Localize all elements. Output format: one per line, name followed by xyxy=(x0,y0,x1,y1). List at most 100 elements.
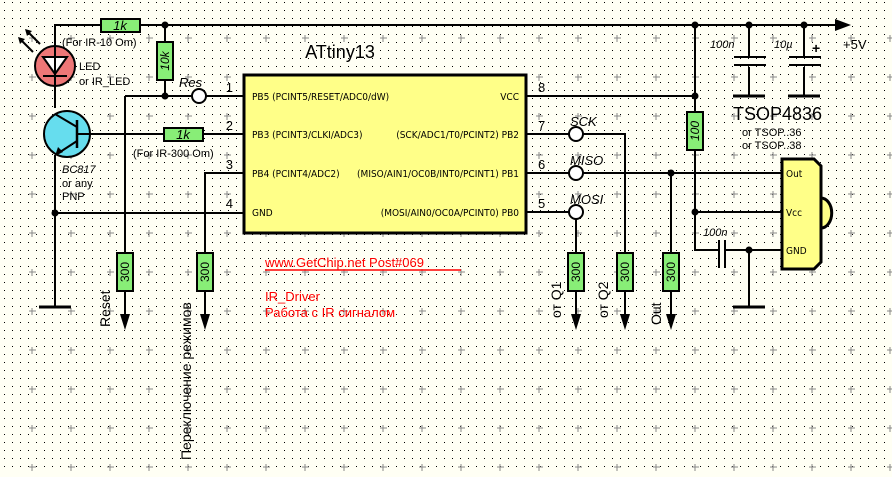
grid-plus xyxy=(731,464,738,471)
grid-plus xyxy=(224,386,231,393)
grid-plus xyxy=(809,74,816,81)
grid-plus xyxy=(848,152,855,159)
r-top-note: (For IR-10 Om) xyxy=(62,37,137,49)
grid-plus xyxy=(341,308,348,315)
grid-plus xyxy=(731,35,738,42)
grid-plus xyxy=(419,464,426,471)
grid-plus xyxy=(185,152,192,159)
c3-value: 100n xyxy=(703,227,727,239)
resistor-r-reset: 300 xyxy=(116,252,134,292)
grid-plus xyxy=(380,464,387,471)
transistor-label: BC817 xyxy=(62,164,97,176)
resistor-r-mode: 300 xyxy=(196,252,214,292)
test-point-sck[interactable] xyxy=(568,126,584,142)
annotation-site[interactable]: www.GetChip.net Post#069 xyxy=(264,255,424,270)
grid-plus xyxy=(653,347,660,354)
grid-plus xyxy=(68,386,75,393)
grid-plus xyxy=(107,269,114,276)
grid-plus xyxy=(302,347,309,354)
grid-plus xyxy=(887,308,892,315)
r-top-value: 1k xyxy=(113,18,128,33)
tsop-title: TSOP4836 xyxy=(733,104,822,124)
grid-plus xyxy=(224,191,231,198)
grid-plus xyxy=(107,230,114,237)
grid-plus xyxy=(302,464,309,471)
grid-plus xyxy=(653,425,660,432)
grid-plus xyxy=(497,425,504,432)
r-q1-value: 300 xyxy=(569,262,583,282)
grid-plus xyxy=(575,386,582,393)
grid-plus xyxy=(848,347,855,354)
junctions xyxy=(51,21,808,254)
grid-plus xyxy=(536,308,543,315)
grid-plus xyxy=(146,464,153,471)
output-label-reset: Reset xyxy=(97,290,113,327)
grid-plus xyxy=(68,464,75,471)
grid-plus xyxy=(536,347,543,354)
grid-plus xyxy=(731,74,738,81)
grid-plus xyxy=(536,386,543,393)
grid-plus xyxy=(809,308,816,315)
resistor-r-q2: 300 xyxy=(616,252,634,292)
grid-plus xyxy=(887,269,892,276)
grid-plus xyxy=(770,230,777,237)
grid-plus xyxy=(887,152,892,159)
grid-plus xyxy=(809,347,816,354)
output-arrows xyxy=(120,314,676,330)
supply-label: +5V xyxy=(843,37,867,52)
chip-pin-6-number: 6 xyxy=(538,157,545,172)
grid-plus xyxy=(770,386,777,393)
grid-plus xyxy=(458,347,465,354)
r-pullup-value: 10k xyxy=(158,50,172,70)
test-point-res[interactable] xyxy=(191,88,207,104)
grid-plus xyxy=(458,35,465,42)
grid-plus xyxy=(302,308,309,315)
test-point-mosi[interactable] xyxy=(568,204,584,220)
grid-plus xyxy=(107,464,114,471)
grid-plus xyxy=(809,425,816,432)
tsop-pin-gnd: GND xyxy=(786,246,807,257)
test-point-miso[interactable] xyxy=(568,165,584,181)
output-label-mode: Переключение режимов xyxy=(178,302,194,460)
grid-plus xyxy=(497,347,504,354)
grid-plus xyxy=(536,191,543,198)
output-label-q2: от Q2 xyxy=(595,281,611,318)
grid-plus xyxy=(731,308,738,315)
test-point-res-label: Res xyxy=(179,75,203,90)
grid-plus xyxy=(146,386,153,393)
grid-plus xyxy=(731,230,738,237)
grid-plus xyxy=(614,152,621,159)
grid-plus xyxy=(614,308,621,315)
grid-plus xyxy=(770,425,777,432)
grid-plus xyxy=(107,113,114,120)
grid-plus xyxy=(341,386,348,393)
grid-plus xyxy=(185,191,192,198)
grid-plus xyxy=(29,425,36,432)
grid-plus xyxy=(497,308,504,315)
transistor-label-type: PNP xyxy=(62,191,85,203)
grid-plus xyxy=(185,230,192,237)
grid-plus xyxy=(575,191,582,198)
tsop-pin-out: Out xyxy=(786,169,803,180)
grid-plus xyxy=(224,425,231,432)
grid-plus xyxy=(614,113,621,120)
grid-plus xyxy=(341,425,348,432)
grid-plus xyxy=(29,230,36,237)
grid-plus xyxy=(185,347,192,354)
grid-plus xyxy=(185,464,192,471)
tsop-alt-2: or TSOP..38 xyxy=(742,140,802,152)
grid-plus xyxy=(29,191,36,198)
grid-plus xyxy=(653,74,660,81)
test-point-sck-label: SCK xyxy=(570,114,598,129)
grid-plus xyxy=(692,269,699,276)
grid-plus xyxy=(536,425,543,432)
grid-plus xyxy=(419,347,426,354)
chip-pin-8-number: 8 xyxy=(538,80,545,95)
chip-pin-3-number: 3 xyxy=(226,157,233,172)
chip-pin-2-number: 2 xyxy=(226,118,233,133)
grid-plus xyxy=(731,113,738,120)
grid-plus xyxy=(263,347,270,354)
grid-plus xyxy=(68,347,75,354)
ground-symbols xyxy=(39,94,820,309)
